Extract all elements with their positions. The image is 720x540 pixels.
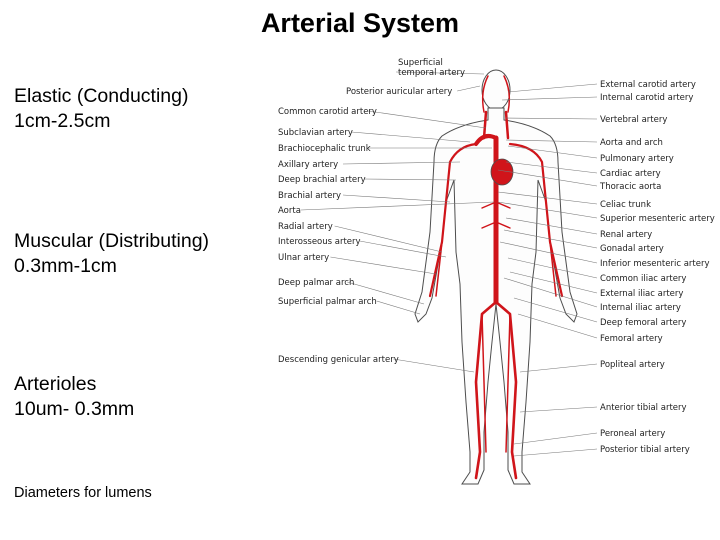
right-label: Internal carotid artery (600, 93, 693, 103)
left-label: Brachiocephalic trunk (278, 144, 371, 154)
left-label: Descending genicular artery (278, 355, 399, 365)
left-label: Aorta (278, 206, 301, 216)
left-label: Deep palmar arch (278, 278, 354, 288)
left-label: Subclavian artery (278, 128, 353, 138)
right-label: Thoracic aorta (599, 182, 661, 192)
category-arterioles: Arterioles 10um- 0.3mm (14, 372, 134, 422)
leader-line (368, 111, 486, 128)
left-label: Radial artery (278, 222, 333, 232)
category-name: Muscular (Distributing) (14, 229, 209, 254)
category-range: 1cm-2.5cm (14, 109, 189, 134)
category-range: 10um- 0.3mm (14, 397, 134, 422)
category-muscular: Muscular (Distributing) 0.3mm-1cm (14, 229, 209, 279)
leader-line (377, 301, 420, 314)
left-label: Interosseous artery (278, 237, 361, 247)
leader-line (508, 84, 597, 92)
category-name: Arterioles (14, 372, 134, 397)
right-label: Vertebral artery (600, 115, 667, 125)
leader-line (502, 97, 597, 100)
category-range: 0.3mm-1cm (14, 254, 209, 279)
leader-line (520, 364, 597, 372)
right-label: Femoral artery (600, 334, 663, 344)
right-label: Deep femoral artery (600, 318, 686, 328)
arterial-system-diagram: Superficial temporal artery Posterior au… (270, 52, 720, 512)
right-label: Popliteal artery (600, 360, 665, 370)
right-label: Pulmonary artery (600, 154, 674, 164)
leader-line (514, 449, 597, 456)
right-label: Posterior tibial artery (600, 445, 690, 455)
left-label: Brachial artery (278, 191, 341, 201)
left-label: Deep brachial artery (278, 175, 366, 185)
right-label: Celiac trunk (600, 200, 651, 210)
right-label: Aorta and arch (600, 138, 663, 148)
leader-line (330, 257, 436, 274)
right-label: Inferior mesenteric artery (600, 259, 710, 269)
slide-title: Arterial System (0, 8, 720, 39)
right-label: Renal artery (600, 230, 652, 240)
leader-line (457, 86, 480, 91)
right-label: Internal iliac artery (600, 303, 681, 313)
right-label: Anterior tibial artery (600, 403, 687, 413)
category-name: Elastic (Conducting) (14, 84, 189, 109)
footnote: Diameters for lumens (14, 485, 152, 501)
label-superficial: Superficial (398, 58, 443, 68)
right-label: Gonadal artery (600, 244, 664, 254)
leader-line (506, 118, 597, 119)
right-label: Common iliac artery (600, 274, 686, 284)
right-label: Cardiac artery (600, 169, 661, 179)
left-label: Superficial palmar arch (278, 297, 377, 307)
leader-line (514, 433, 597, 444)
right-label: External iliac artery (600, 289, 683, 299)
left-label: Common carotid artery (278, 107, 377, 117)
right-label: Peroneal artery (600, 429, 665, 439)
left-label: Posterior auricular artery (346, 87, 452, 97)
label-temporal-artery: temporal artery (398, 68, 465, 78)
category-elastic: Elastic (Conducting) 1cm-2.5cm (14, 84, 189, 134)
right-label: Superior mesenteric artery (600, 214, 715, 224)
leader-line (520, 407, 597, 412)
leader-line (393, 359, 474, 372)
left-label: Ulnar artery (278, 253, 329, 263)
left-label: Axillary artery (278, 160, 338, 170)
right-label: External carotid artery (600, 80, 696, 90)
